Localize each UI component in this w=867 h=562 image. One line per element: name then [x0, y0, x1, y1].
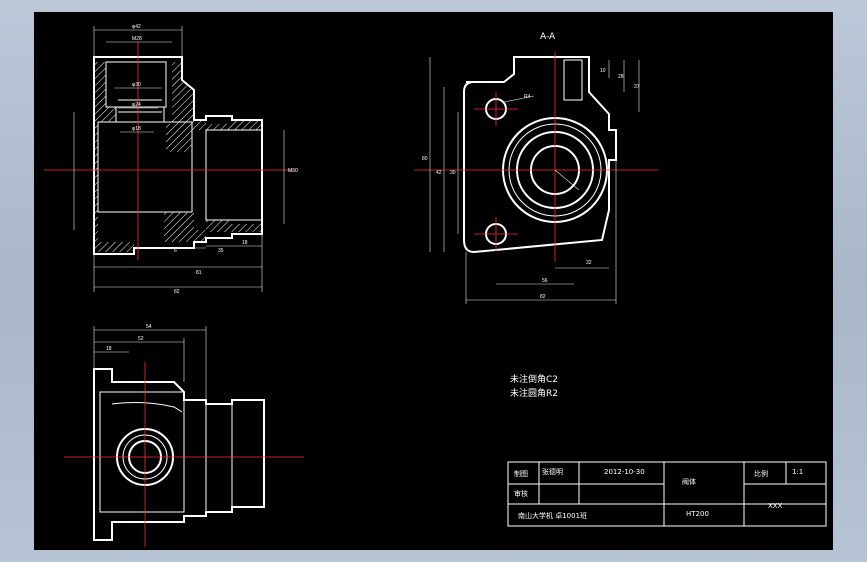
front-section-view: φ42 M28 φ30 φ24 φ18 6 35 18 81 82 M30 [44, 24, 298, 295]
drawing-sheet: φ42 M28 φ30 φ24 φ18 6 35 18 81 82 M30 A-… [34, 12, 833, 550]
dim-phi42: φ42 [132, 24, 141, 30]
dim-32: 32 [586, 260, 592, 266]
dim-80: 80 [422, 156, 428, 162]
dim-82-right: 82 [540, 294, 546, 300]
dim-37: 37 [634, 84, 640, 90]
dim-m28: M28 [132, 36, 142, 42]
dim-82: 82 [174, 289, 180, 295]
tb-drawn-label: 制图 [514, 469, 528, 478]
section-label: A-A [540, 32, 556, 42]
cad-drawing: φ42 M28 φ30 φ24 φ18 6 35 18 81 82 M30 A-… [44, 24, 827, 547]
tb-part-name: 阀体 [682, 477, 696, 486]
aa-section-view: A-A R4 10 28 37 80 42 30 [414, 32, 659, 304]
tb-material: HT200 [686, 510, 709, 518]
note-fillet: 未注圆角R2 [510, 387, 558, 399]
tb-drawing-no: XXX [768, 502, 783, 510]
dim-r4: R4 [524, 94, 531, 100]
title-block-frame [507, 461, 827, 527]
tb-date: 2012-10-30 [604, 468, 645, 476]
top-view-body [99, 391, 185, 513]
front-view-side-bore [205, 129, 263, 221]
front-view-hatch-right [166, 62, 262, 152]
dim-18-top: 18 [106, 346, 112, 352]
front-view-hatch-left [94, 62, 134, 252]
dim-m30: M30 [288, 168, 298, 174]
dim-56: 56 [542, 278, 548, 284]
dim-18: 18 [242, 240, 248, 246]
dim-phi30: φ30 [132, 82, 141, 88]
dim-28: 28 [618, 74, 624, 80]
dim-phi24: φ24 [132, 102, 141, 108]
dim-81: 81 [196, 270, 202, 276]
front-view-step-bore [115, 106, 165, 123]
top-view-outline [93, 368, 265, 541]
dim-phi18: φ18 [132, 126, 141, 132]
tb-drawer: 张德明 [542, 467, 563, 476]
dim-30: 30 [450, 170, 456, 176]
dim-52: 52 [138, 336, 144, 342]
front-view-hatch-bottom [164, 212, 262, 242]
top-view-fillet [111, 402, 183, 413]
top-view-neck [205, 403, 233, 513]
aa-view-outline [463, 56, 617, 254]
dim-35: 35 [218, 248, 224, 254]
tb-school: 南山大学机 卓1001班 [518, 511, 587, 520]
tb-check-label: 审核 [514, 489, 528, 498]
dim-42: 42 [436, 170, 442, 176]
tb-scale-value: 1:1 [792, 468, 803, 476]
port-channel [563, 59, 583, 101]
front-view-main-cavity [97, 121, 193, 213]
tb-scale-label: 比例 [754, 469, 768, 478]
title-block: 制图 张德明 2012-10-30 阀体 比例 1:1 审核 南山大学机 卓10… [507, 461, 827, 527]
dim-54: 54 [146, 324, 152, 330]
note-chamfer: 未注倒角C2 [510, 373, 558, 385]
dim-6: 6 [174, 248, 177, 254]
dim-10: 10 [600, 68, 606, 74]
top-view: 54 52 18 [64, 324, 304, 547]
